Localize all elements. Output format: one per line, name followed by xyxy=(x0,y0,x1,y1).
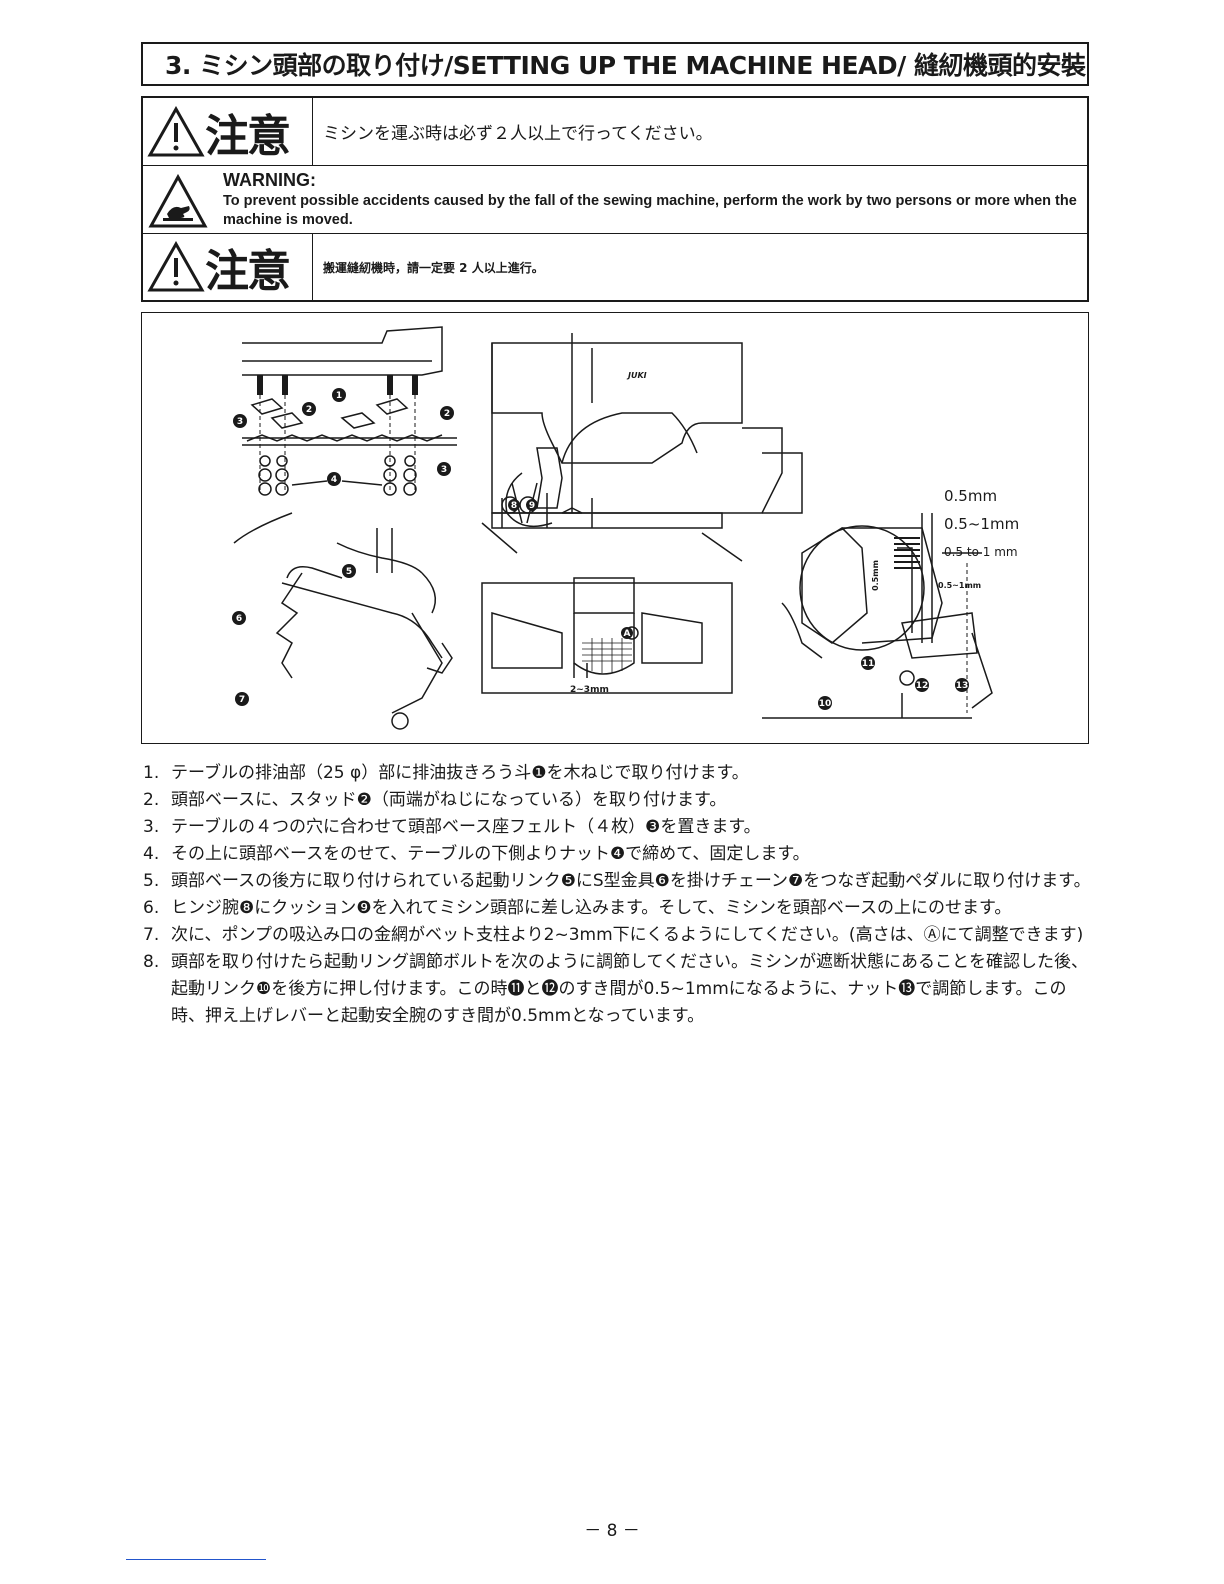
svg-text:6: 6 xyxy=(236,614,242,624)
step-number: 5. xyxy=(143,871,160,891)
step-text: ヒンジ腕❽にクッション❾を入れてミシン頭部に差し込みます。そして、ミシンを頭部ベ… xyxy=(171,898,1012,918)
svg-text:2: 2 xyxy=(444,409,450,419)
figure-label-detail-0-5-1mm: 0.5~1mm xyxy=(938,581,982,590)
warning-row: WARNING: To prevent possible accidents c… xyxy=(143,166,1087,234)
step-number: 3. xyxy=(143,817,160,837)
warning-title: WARNING: xyxy=(223,170,316,190)
svg-text:3: 3 xyxy=(441,465,447,475)
step-text: その上に頭部ベースをのせて、テーブルの下側よりナット❹で締めて、固定します。 xyxy=(171,844,810,864)
list-item: 3. テーブルの４つの穴に合わせて頭部ベース座フェルト（４枚）❸を置きます。 xyxy=(143,814,1093,841)
caution-cn-symbol: 注意 xyxy=(143,234,313,300)
step-number: 8. xyxy=(143,952,160,972)
svg-text:4: 4 xyxy=(331,475,337,485)
figure-label-gap-0-5-1mm: 0.5~1mm xyxy=(944,515,1020,533)
svg-text:12: 12 xyxy=(916,681,929,691)
hand-crush-warning-icon xyxy=(148,174,208,228)
svg-text:10: 10 xyxy=(819,699,832,709)
warning-triangle-icon xyxy=(147,241,205,292)
svg-text:8: 8 xyxy=(511,501,517,511)
step-text: 次に、ポンプの吸込み口の金網がベット支柱より2~3mm下にくるようにしてください… xyxy=(171,925,1084,945)
step-text: テーブルの４つの穴に合わせて頭部ベース座フェルト（４枚）❸を置きます。 xyxy=(171,817,761,837)
caution-kanji: 注意 xyxy=(205,110,291,162)
svg-text:1: 1 xyxy=(336,391,342,401)
caution-cn-row: 注意 搬運縫紉機時，請一定要 2 人以上進行。 xyxy=(143,234,1087,300)
installation-figure: 1 2 2 3 3 4 5 6 7 8 9 A 10 11 12 13 JUKI… xyxy=(141,312,1089,744)
caution-cn-text: 搬運縫紉機時，請一定要 2 人以上進行。 xyxy=(323,260,544,275)
step-text: 頭部ベースの後方に取り付けられている起動リンク❺にS型金具❻を掛けチェーン❼をつ… xyxy=(171,871,1091,891)
step-text: テーブルの排油部（25 φ）部に排油抜きろう斗❶を木ねじで取り付けます。 xyxy=(171,763,749,783)
warning-text: To prevent possible accidents caused by … xyxy=(223,193,1077,228)
figure-label-pump-2-3mm: 2~3mm xyxy=(570,685,609,695)
list-item: 8. 頭部を取り付けたら起動リング調節ボルトを次のように調節してください。ミシンが… xyxy=(143,949,1093,1030)
svg-text:11: 11 xyxy=(862,659,875,669)
svg-text:7: 7 xyxy=(239,695,245,705)
svg-text:13: 13 xyxy=(956,681,969,691)
step-text: 頭部を取り付けたら起動リング調節ボルトを次のように調節してください。ミシンが遮断… xyxy=(171,952,1088,1026)
figure-label-brand: JUKI xyxy=(628,371,647,380)
step-number: 6. xyxy=(143,898,160,918)
caution-box: 注意 ミシンを運ぶ時は必ず２人以上で行ってください。 WARNING: To p… xyxy=(141,96,1089,302)
list-item: 5. 頭部ベースの後方に取り付けられている起動リンク❺にS型金具❻を掛けチェーン❼… xyxy=(143,868,1093,895)
svg-text:3: 3 xyxy=(237,417,243,427)
caution-jp-row: 注意 ミシンを運ぶ時は必ず２人以上で行ってください。 xyxy=(143,98,1087,166)
step-text: 頭部ベースに、スタッド❷（両端がねじになっている）を取り付けます。 xyxy=(171,790,727,810)
svg-text:5: 5 xyxy=(346,567,352,577)
list-item: 2. 頭部ベースに、スタッド❷（両端がねじになっている）を取り付けます。 xyxy=(143,787,1093,814)
step-number: 7. xyxy=(143,925,160,945)
step-number: 4. xyxy=(143,844,160,864)
list-item: 7. 次に、ポンプの吸込み口の金網がベット支柱より2~3mm下にくるようにしてくだ… xyxy=(143,922,1093,949)
warning-triangle-icon xyxy=(147,105,205,156)
svg-text:9: 9 xyxy=(529,501,535,511)
list-item: 1. テーブルの排油部（25 φ）部に排油抜きろう斗❶を木ねじで取り付けます。 xyxy=(143,760,1093,787)
list-item: 6. ヒンジ腕❽にクッション❾を入れてミシン頭部に差し込みます。そして、ミシンを頭… xyxy=(143,895,1093,922)
footer-divider xyxy=(126,1559,266,1560)
caution-jp-text: ミシンを運ぶ時は必ず２人以上で行ってください。 xyxy=(323,124,713,144)
caution-jp-symbol: 注意 xyxy=(143,98,313,165)
caution-kanji: 注意 xyxy=(205,246,291,297)
machine-illustration: 1 2 2 3 3 4 5 6 7 8 9 A 10 11 12 13 xyxy=(232,326,993,730)
step-number: 2. xyxy=(143,790,160,810)
figure-label-gap-0-5mm: 0.5mm xyxy=(944,487,998,505)
instruction-steps: 1. テーブルの排油部（25 φ）部に排油抜きろう斗❶を木ねじで取り付けます。 2… xyxy=(143,760,1093,1030)
svg-text:A: A xyxy=(624,629,631,639)
figure-label-gap-0-5-to-1mm: 0.5 to 1 mm xyxy=(944,545,1018,559)
page-number: － 8 － xyxy=(584,1521,640,1541)
section-title: 3. ミシン頭部の取り付け/SETTING UP THE MACHINE HEA… xyxy=(141,42,1089,86)
figure-label-detail-0-5mm: 0.5mm xyxy=(870,560,880,591)
list-item: 4. その上に頭部ベースをのせて、テーブルの下側よりナット❹で締めて、固定します。 xyxy=(143,841,1093,868)
svg-text:2: 2 xyxy=(306,405,312,415)
step-number: 1. xyxy=(143,763,160,783)
